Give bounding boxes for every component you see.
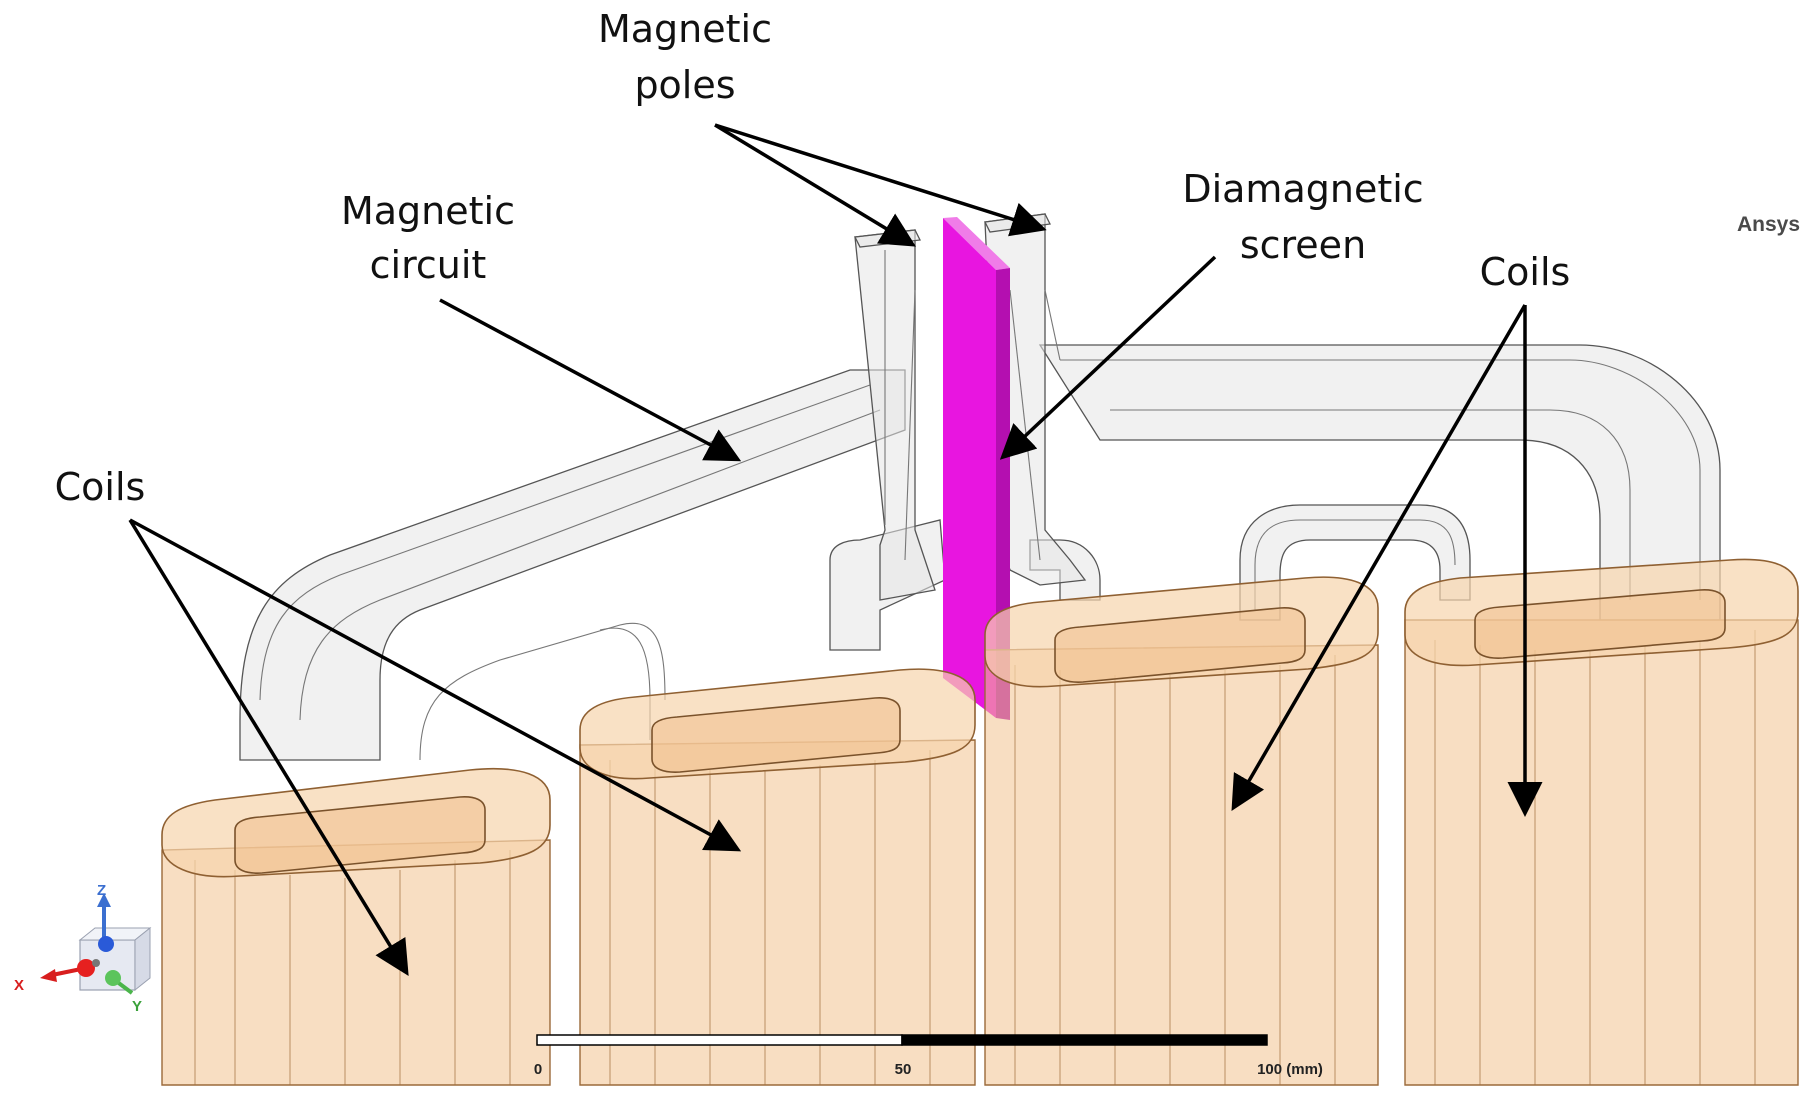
diamagnetic-screen [943, 217, 1010, 720]
arrow-coils-left-2 [129, 518, 742, 852]
callout-arrows [128, 123, 1543, 976]
axis-triad[interactable]: Z X Y [14, 882, 152, 1015]
arrow-coils-right-1 [1231, 304, 1527, 812]
label-magnetic-circuit-line1: Magnetic [341, 189, 515, 233]
label-diamagnetic-screen-line2: screen [1240, 223, 1366, 267]
scale-tick-0: 0 [534, 1061, 542, 1078]
arrow-coils-left-1 [128, 519, 409, 976]
coil-4 [1404, 558, 1799, 1086]
callout-labels: Magnetic poles Magnetic circuit Diamagne… [55, 7, 1571, 509]
scale-tick-100: 100 (mm) [1257, 1061, 1323, 1078]
label-magnetic-circuit-line2: circuit [370, 243, 487, 287]
arrow-screen [999, 255, 1217, 460]
axis-x-label: X [14, 977, 24, 994]
coil-3 [984, 576, 1379, 1086]
arrow-poles-right [714, 123, 1047, 237]
coil-2 [579, 668, 976, 1086]
label-coils-right: Coils [1480, 250, 1571, 294]
label-magnetic-poles-line1: Magnetic [598, 7, 772, 51]
scale-tick-50: 50 [895, 1061, 912, 1078]
arrow-circuit [439, 298, 742, 462]
axis-z-label: Z [97, 882, 106, 899]
label-diamagnetic-screen-line1: Diamagnetic [1182, 167, 1423, 211]
arrow-poles-left [714, 123, 916, 247]
label-magnetic-poles-line2: poles [634, 63, 735, 107]
scale-bar: 0 50 100 (mm) [534, 1034, 1323, 1078]
axis-y-label: Y [132, 998, 142, 1015]
label-coils-left: Coils [55, 465, 146, 509]
coil-1 [161, 767, 551, 1086]
ansys-logo: Ansys [1737, 213, 1800, 236]
